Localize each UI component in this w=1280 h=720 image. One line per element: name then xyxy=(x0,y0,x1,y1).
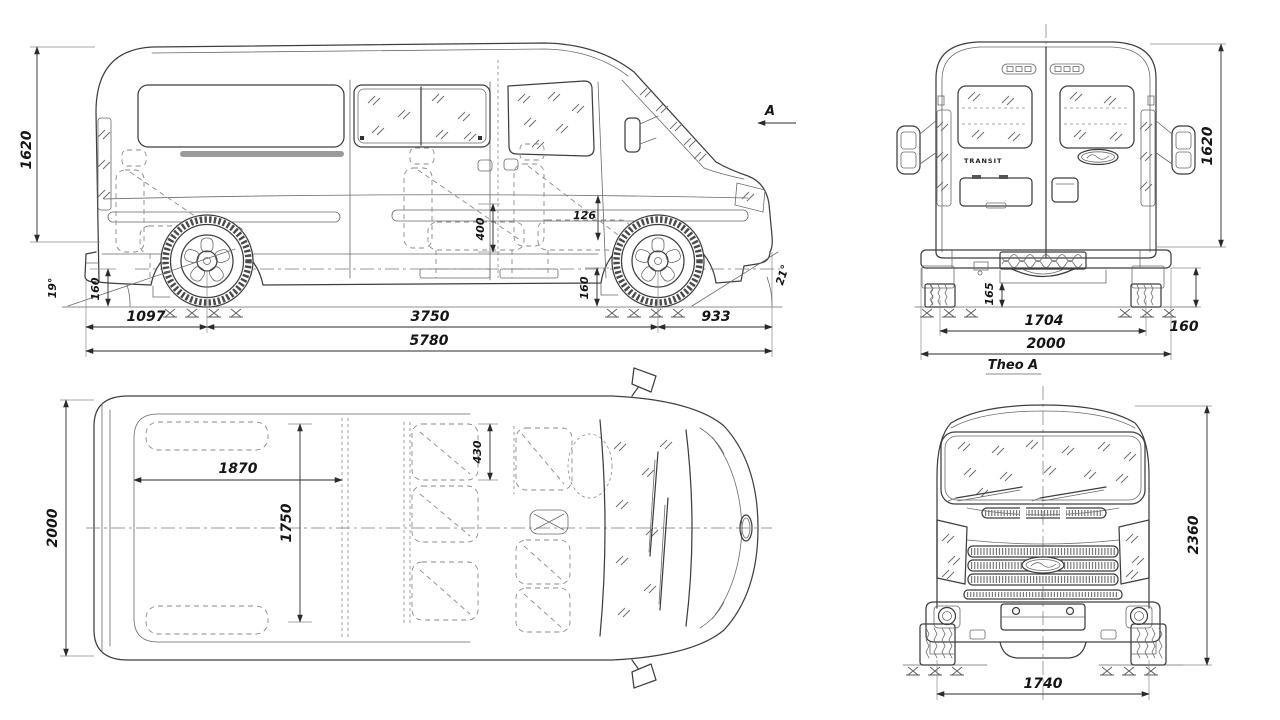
ford-logo-icon xyxy=(1077,148,1119,166)
dim-label-departure-angle: 19° xyxy=(46,278,59,299)
headlight-left xyxy=(936,519,968,585)
headlight-right xyxy=(1118,519,1150,585)
rear-view: TRANSIT xyxy=(896,24,1226,360)
front-dimensions: 2360 1740 xyxy=(936,405,1212,700)
dim-label-seat-height: 400 xyxy=(474,217,487,241)
top-dimensions: 2000 1870 1750 430 xyxy=(45,399,498,657)
spare-wheel-tread xyxy=(999,251,1087,270)
dim-label-rear-track: 1704 xyxy=(1025,313,1064,329)
dim-label-approach-angle: 21° xyxy=(773,263,792,287)
dim-label-wheelbase: 3750 xyxy=(411,309,450,325)
dim-label-overall-length: 5780 xyxy=(410,333,449,349)
front-view: Theo A xyxy=(902,358,1212,704)
side-mirror xyxy=(624,117,641,153)
dim-label-rear-height: 1620 xyxy=(1200,126,1216,165)
front-wheels xyxy=(919,623,1167,666)
view-arrow-a-label: A xyxy=(764,104,775,119)
top-windshield xyxy=(599,419,693,637)
dim-label-seat-width: 430 xyxy=(471,440,484,464)
dim-label-front-height: 2360 xyxy=(1186,515,1202,554)
dim-label-rear-width: 2000 xyxy=(1027,336,1066,352)
license-plate-recess xyxy=(959,177,1033,207)
dim-label-hitch-clearance: 165 xyxy=(983,282,996,305)
side-view: 1620 19° 160 1097 3750 933 5780 160 21° xyxy=(19,42,796,357)
front-windshield xyxy=(940,431,1146,505)
front-wiper-left xyxy=(955,486,1023,499)
rear-door-details: TRANSIT xyxy=(959,148,1119,209)
top-mirrors xyxy=(631,367,657,689)
dim-label-side-height: 1620 xyxy=(19,130,35,169)
dim-label-front-overhang: 933 xyxy=(701,309,730,325)
front-grille xyxy=(936,506,1150,600)
dim-label-rear-overhang: 1097 xyxy=(127,309,166,325)
dim-label-bumper-clearance: 160 xyxy=(1169,319,1198,335)
wiper-right xyxy=(659,497,669,611)
rear-windows xyxy=(957,85,1135,149)
front-door-handle xyxy=(503,158,519,171)
top-view: 2000 1870 1750 430 xyxy=(45,367,772,689)
front-bumper xyxy=(925,601,1161,659)
caption-theo-a: Theo A xyxy=(988,358,1038,373)
steering-wheel xyxy=(529,509,569,535)
rear-body-outline xyxy=(914,24,1196,308)
dim-label-top-width: 2000 xyxy=(45,508,61,547)
top-seats xyxy=(403,422,613,633)
ford-logo-front-icon xyxy=(739,514,753,542)
dim-label-front-track: 1740 xyxy=(1024,676,1063,692)
dim-label-interior-width: 1750 xyxy=(279,503,295,542)
side-windows xyxy=(137,80,707,172)
sliding-door-handle xyxy=(477,159,493,172)
dim-label-cargo-length: 1870 xyxy=(219,461,258,477)
rear-mirrors xyxy=(896,119,1196,175)
side-wheels xyxy=(161,215,704,307)
top-body-outline xyxy=(86,395,772,661)
dim-label-rear-clearance: 160 xyxy=(89,277,102,300)
side-dimensions: 1620 19° 160 1097 3750 933 5780 160 21° xyxy=(19,46,796,357)
wiper-left xyxy=(649,451,659,557)
rear-door-handle xyxy=(1051,177,1079,203)
front-body-outline xyxy=(902,386,1184,704)
front-wiper-right xyxy=(1039,486,1107,499)
fog-light-right xyxy=(1129,606,1149,626)
transit-badge: TRANSIT xyxy=(964,157,1002,165)
ford-logo-grille-icon xyxy=(1021,556,1065,574)
fog-light-left xyxy=(937,606,957,626)
front-ground-hatch xyxy=(905,666,1159,676)
dim-label-front-clearance: 160 xyxy=(578,276,591,299)
rear-dimensions: 1620 165 1704 2000 160 xyxy=(920,43,1226,360)
dim-label-seat-detail: 126 xyxy=(573,209,596,222)
